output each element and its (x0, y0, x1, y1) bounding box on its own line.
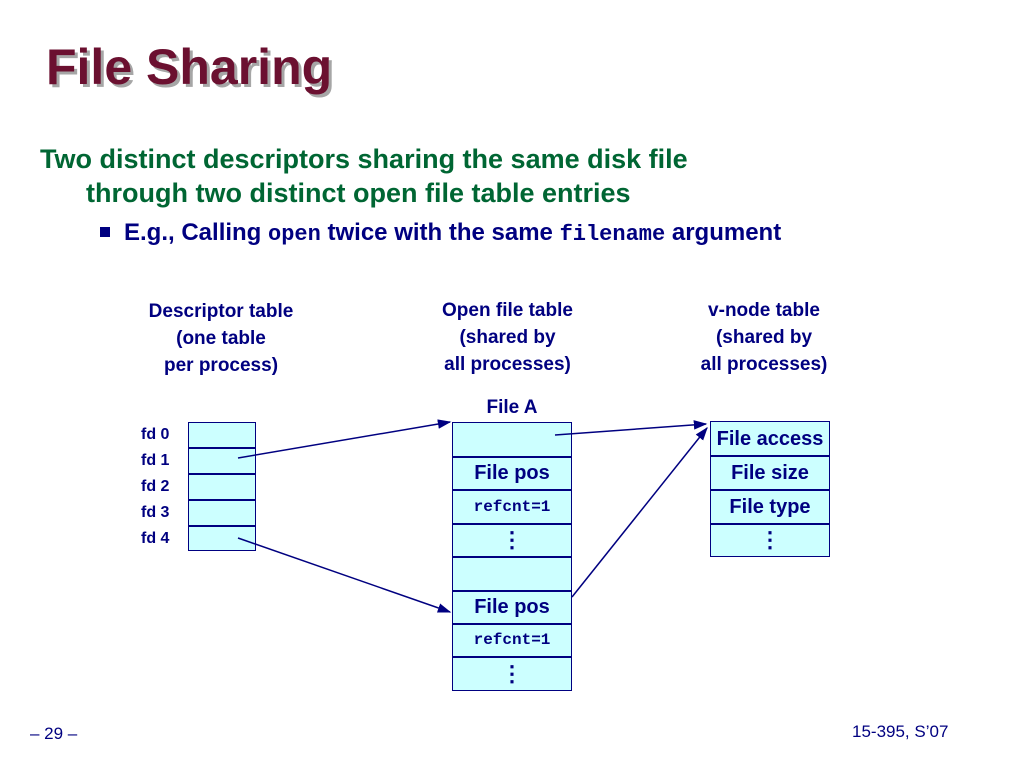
descriptor-table-header: Descriptor table (one table per process) (148, 301, 294, 376)
vnode-more-cell (710, 524, 830, 557)
open-file-entry2-pos-cell (452, 591, 572, 624)
open-file-entry1-refcnt-cell (452, 490, 572, 524)
main-bullet-line-1: Two distinct descriptors sharing the sam… (40, 144, 688, 174)
fd-cell-0 (188, 422, 256, 448)
vnode-access-cell (710, 421, 830, 456)
vnode-file-type: File type (729, 496, 811, 518)
arrow-fd1-to-entry1 (237, 419, 452, 459)
slide-title: File Sharing (46, 39, 333, 95)
sub-bullet: E.g., Calling open twice with the same f… (100, 219, 781, 247)
open-file-entry1-pos-cell (452, 457, 572, 490)
fd-label-1: fd 1 (141, 452, 170, 469)
sub-bullet-suffix: argument (665, 219, 782, 246)
file-a-label: File A (486, 397, 538, 418)
fd-cell-3 (188, 500, 256, 526)
vnode-table-header: v-node table (shared by all processes) (700, 300, 828, 375)
fd-label-3: fd 3 (141, 504, 170, 521)
fd-cell-1 (188, 448, 256, 474)
page-number: – 29 – (30, 724, 78, 743)
vnode-type-cell (710, 490, 830, 524)
open-file-entry2-vnode-ptr (452, 557, 572, 591)
open-file-entry1-vnode-ptr (452, 422, 572, 457)
course-label: 15-395, S’07 (852, 722, 949, 741)
main-bullet-line-2: through two distinct open file table ent… (86, 178, 631, 208)
open-file-entry2-pos: File pos (474, 596, 550, 618)
sub-bullet-middle: twice with the same (320, 219, 560, 246)
open-file-entry2-more: ⋮ (501, 661, 523, 686)
open-file-entry2-refcnt-cell (452, 624, 572, 657)
open-file-table-header: Open file table (shared by all processes… (442, 300, 573, 375)
open-file-entry2-more-cell (452, 657, 572, 691)
vnode-file-size: File size (731, 462, 809, 484)
open-file-entry2-refcnt: refcnt=1 (473, 631, 551, 649)
main-bullet: Two distinct descriptors sharing the sam… (40, 142, 940, 210)
code-open: open (268, 222, 321, 247)
fd-label-2: fd 2 (141, 478, 170, 495)
vnode-file-access: File access (716, 428, 824, 450)
arrow-fd4-to-entry2 (237, 537, 452, 613)
code-filename: filename (559, 222, 666, 247)
sub-bullet-prefix: E.g., Calling (124, 219, 269, 246)
fd-label-4: fd 4 (141, 530, 170, 547)
fd-cell-2 (188, 474, 256, 500)
open-file-entry1-more-cell (452, 524, 572, 557)
open-file-entry1-refcnt: refcnt=1 (473, 498, 551, 516)
arrow-entry2-to-vnode (571, 426, 708, 598)
open-file-entry1-pos: File pos (474, 462, 550, 484)
fd-label-0: fd 0 (141, 426, 170, 443)
square-bullet-icon (100, 227, 110, 237)
arrow-entry1-to-vnode (554, 420, 708, 436)
fd-cell-4 (188, 526, 256, 551)
vnode-more: ⋮ (759, 527, 781, 552)
vnode-size-cell (710, 456, 830, 490)
open-file-entry1-more: ⋮ (501, 527, 523, 552)
